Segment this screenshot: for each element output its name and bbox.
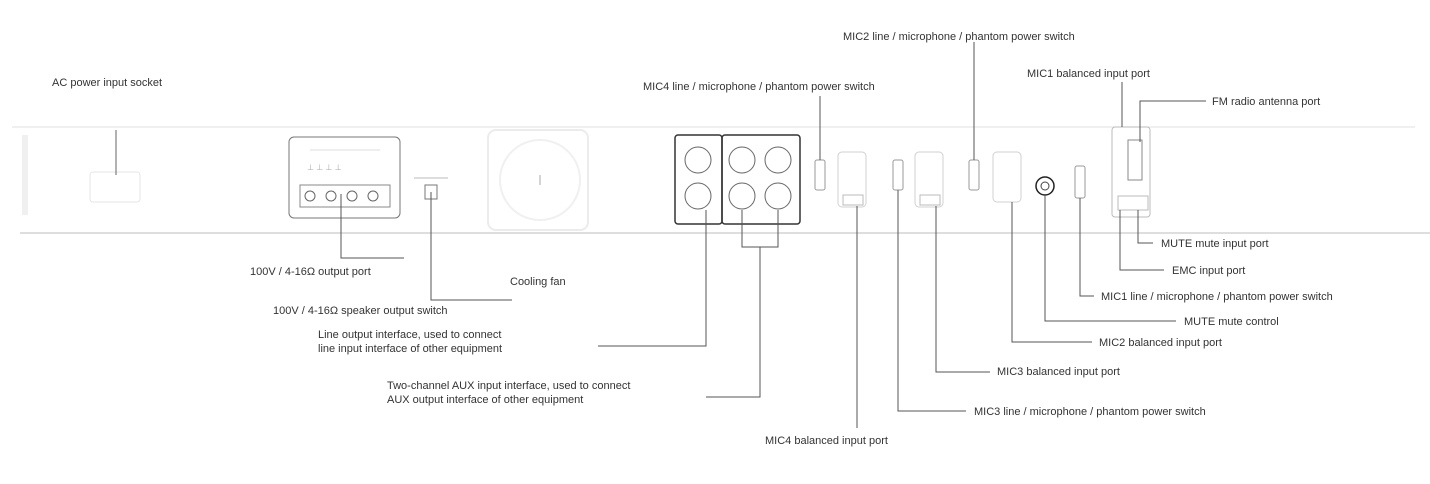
- rca-in-4: [764, 182, 792, 210]
- label-mute-control: MUTE mute control: [1184, 316, 1279, 328]
- label-line-output-2: line input interface of other equipment: [318, 343, 503, 355]
- rca-in-3: [764, 146, 792, 174]
- terminal-4: [367, 190, 379, 202]
- terminal-row: [299, 184, 391, 208]
- panel-left-bracket: [22, 135, 28, 215]
- mic1-xlr-shape: [1111, 126, 1151, 218]
- label-mic1-switch: MIC1 line / microphone / phantom power s…: [1101, 291, 1333, 303]
- terminal-3: [346, 190, 358, 202]
- rca-in-1: [728, 146, 756, 174]
- mic4-channel: [814, 151, 867, 208]
- label-output-port: 100V / 4-16Ω output port: [250, 266, 371, 278]
- label-mic3-balanced: MIC3 balanced input port: [997, 366, 1120, 378]
- label-mic1-balanced: MIC1 balanced input port: [1027, 68, 1150, 80]
- label-ac-power: AC power input socket: [52, 77, 163, 89]
- label-mute-input: MUTE mute input port: [1161, 238, 1269, 250]
- line-output-box: [674, 134, 723, 225]
- mute-knob-inner: [1040, 181, 1050, 191]
- terminal-marks: ⊥ ⊥ ⊥ ⊥: [307, 163, 342, 172]
- output-terminal-block: [288, 136, 401, 219]
- mute-knob-outer: [1035, 176, 1055, 196]
- label-mic3-switch: MIC3 line / microphone / phantom power s…: [974, 406, 1206, 418]
- fm-antenna-shape: [1127, 139, 1143, 181]
- label-cooling-fan: Cooling fan: [510, 276, 566, 288]
- label-fm-antenna: FM radio antenna port: [1212, 96, 1321, 108]
- label-mic2-switch: MIC2 line / microphone / phantom power s…: [843, 31, 1075, 43]
- label-mic4-balanced: MIC4 balanced input port: [765, 435, 888, 447]
- label-emc-input: EMC input port: [1172, 265, 1246, 277]
- rca-in-2: [728, 182, 756, 210]
- cooling-fan-blades: [499, 139, 581, 221]
- rca-out-1: [684, 146, 712, 174]
- label-aux-input-2: AUX output interface of other equipment: [387, 394, 584, 406]
- emc-mute-ports-shape: [1117, 195, 1149, 211]
- label-mic2-balanced: MIC2 balanced input port: [1099, 337, 1222, 349]
- ac-socket-shape: [89, 171, 141, 203]
- terminal-2: [325, 190, 337, 202]
- leader-lines: [340, 42, 1206, 428]
- cooling-fan-frame: [487, 129, 589, 231]
- label-speaker-switch: 100V / 4-16Ω speaker output switch: [273, 305, 448, 317]
- mic3-channel: [892, 151, 944, 208]
- aux-input-box: [721, 134, 801, 225]
- mic1-switch-shape: [1074, 165, 1086, 199]
- label-line-output-1: Line output interface, used to connect: [318, 329, 502, 341]
- rca-out-2: [684, 182, 712, 210]
- terminal-1: [304, 190, 316, 202]
- label-mic4-switch: MIC4 line / microphone / phantom power s…: [643, 81, 875, 93]
- label-aux-input-1: Two-channel AUX input interface, used to…: [387, 380, 631, 392]
- mic2-channel: [968, 151, 1022, 203]
